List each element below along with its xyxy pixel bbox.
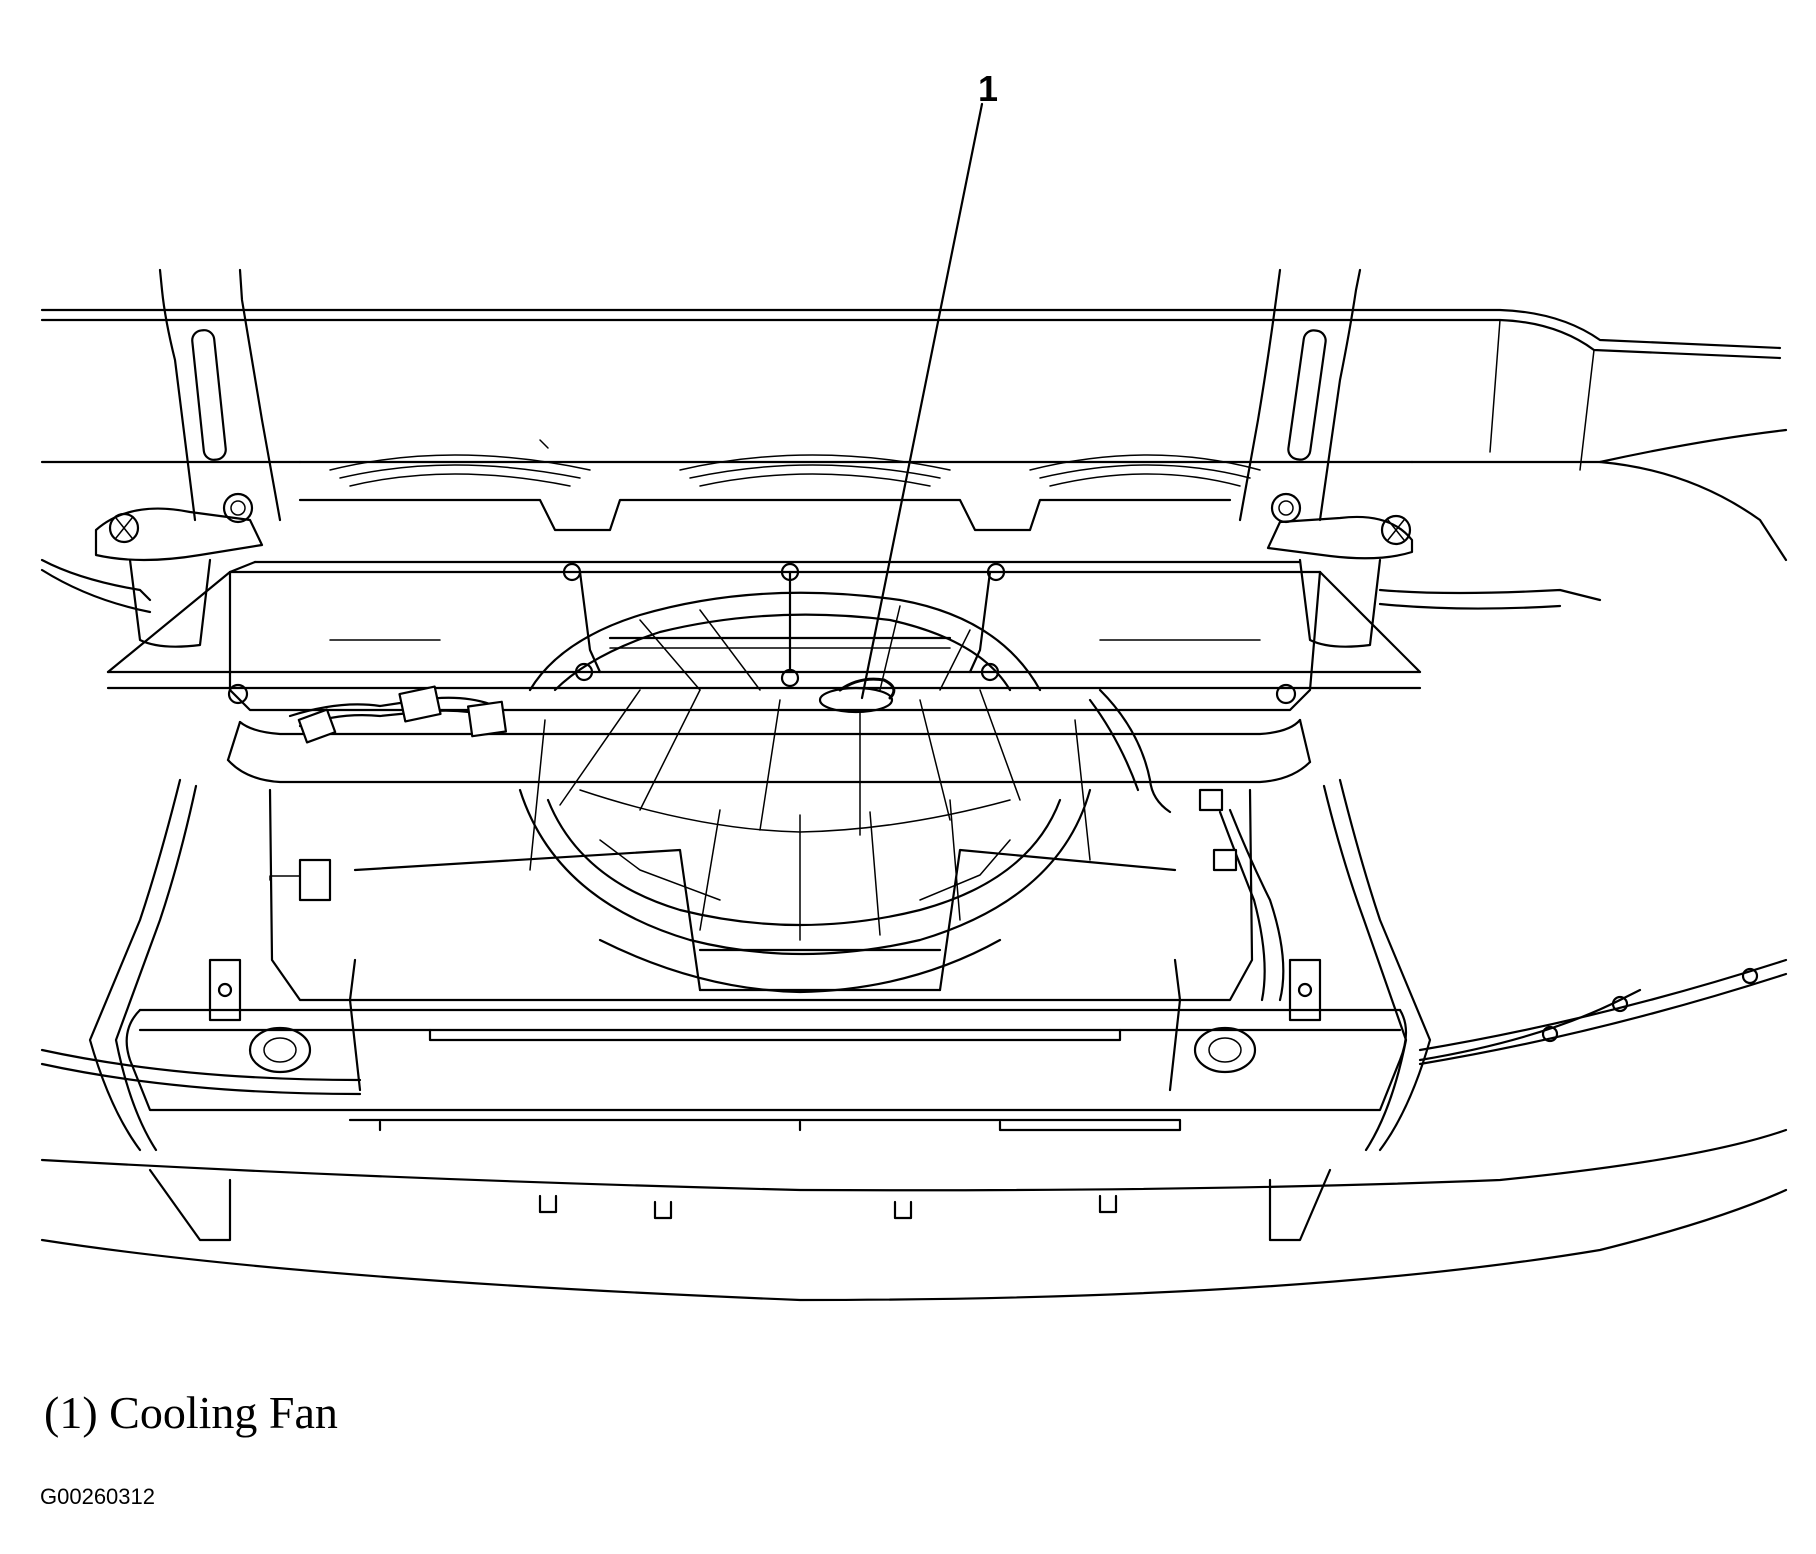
cooling-fan-assembly <box>518 591 1092 994</box>
fan-shroud-frame <box>106 560 1422 712</box>
callout-leader-line <box>860 102 984 700</box>
lower-bumper <box>40 958 1788 1302</box>
upper-radiator-support <box>40 308 1788 562</box>
lower-shroud <box>88 778 1432 1152</box>
callout-number: 1 <box>977 68 999 109</box>
left-mounting-bracket <box>40 268 282 648</box>
front-fascia-support <box>125 1008 1408 1132</box>
wiring-harness <box>269 685 1285 1002</box>
figure-caption: (1) Cooling Fan <box>44 1387 338 1438</box>
figure-id: G00260312 <box>40 1484 155 1509</box>
lower-cross-brace <box>226 718 1312 784</box>
right-mounting-bracket <box>1238 268 1602 648</box>
radiator-fans-background <box>298 454 1414 532</box>
